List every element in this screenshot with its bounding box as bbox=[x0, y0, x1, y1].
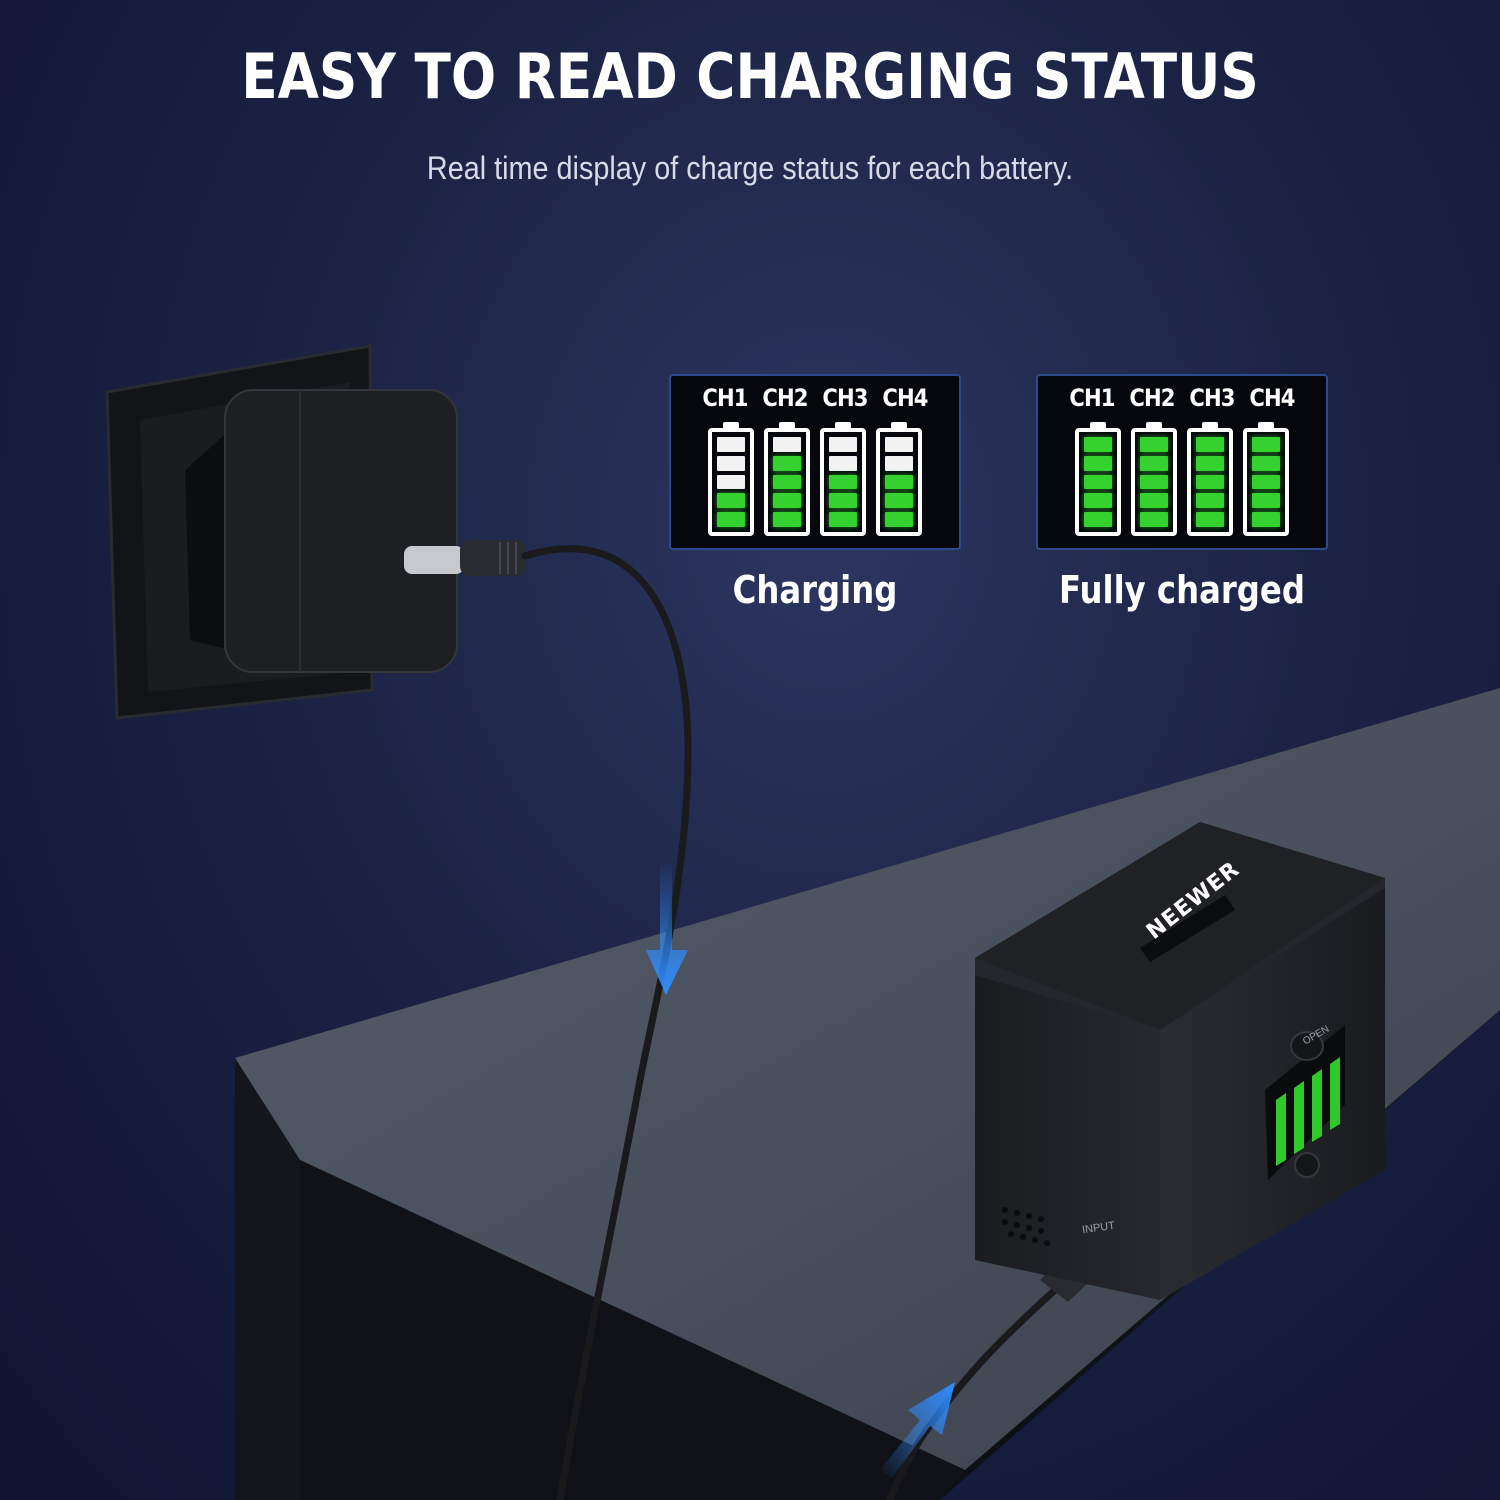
battery-icon bbox=[1131, 422, 1177, 536]
battery-icon bbox=[708, 422, 754, 536]
battery-segment-lit bbox=[773, 493, 801, 509]
battery-icon bbox=[1075, 422, 1121, 536]
battery-segment-lit bbox=[1252, 455, 1280, 471]
battery-row bbox=[1038, 422, 1326, 536]
battery-segment-lit bbox=[1252, 437, 1280, 452]
battery-segment-empty bbox=[773, 437, 801, 452]
battery-segment-lit bbox=[1196, 455, 1224, 471]
battery-segment-lit bbox=[1252, 493, 1280, 509]
battery-segment-empty bbox=[829, 455, 857, 471]
battery-segment-lit bbox=[1140, 493, 1168, 509]
charging-label: Charging bbox=[732, 568, 898, 612]
battery-segment-lit bbox=[1084, 474, 1112, 490]
battery-segment-lit bbox=[717, 512, 745, 527]
battery-segment-lit bbox=[773, 455, 801, 471]
battery-segment-empty bbox=[717, 437, 745, 452]
battery-segment-empty bbox=[717, 474, 745, 490]
battery-segment-lit bbox=[1084, 493, 1112, 509]
battery-icon bbox=[1187, 422, 1233, 536]
battery-segment-lit bbox=[829, 474, 857, 490]
battery-segment-lit bbox=[773, 512, 801, 527]
battery-segment-lit bbox=[717, 493, 745, 509]
channel-label: CH4 bbox=[1249, 384, 1295, 412]
battery-segment-lit bbox=[885, 512, 913, 527]
channel-label: CH1 bbox=[702, 384, 748, 412]
battery-icon bbox=[876, 422, 922, 536]
page-title: EASY TO READ CHARGING STATUS bbox=[241, 40, 1259, 113]
battery-segment-lit bbox=[1140, 512, 1168, 527]
battery-icon bbox=[764, 422, 810, 536]
battery-segment-lit bbox=[885, 474, 913, 490]
channel-labels: CH1 CH2 CH3 CH4 bbox=[671, 384, 959, 412]
battery-segment-lit bbox=[1196, 437, 1224, 452]
charging-hub bbox=[975, 822, 1385, 1300]
battery-segment-lit bbox=[1196, 474, 1224, 490]
battery-row bbox=[671, 422, 959, 536]
fully-charged-label: Fully charged bbox=[1059, 568, 1305, 612]
battery-segment-lit bbox=[773, 474, 801, 490]
battery-segment-lit bbox=[1084, 455, 1112, 471]
battery-segment-lit bbox=[1084, 437, 1112, 452]
up-arrow-icon bbox=[880, 1382, 955, 1478]
battery-segment-lit bbox=[829, 512, 857, 527]
channel-label: CH3 bbox=[1189, 384, 1235, 412]
battery-segment-lit bbox=[1252, 474, 1280, 490]
wall-adapter bbox=[185, 389, 458, 673]
channel-label: CH4 bbox=[882, 384, 928, 412]
channel-label: CH3 bbox=[822, 384, 868, 412]
battery-segment-lit bbox=[1140, 474, 1168, 490]
adapter-cable-plug bbox=[404, 540, 526, 576]
full-status-panel: CH1 CH2 CH3 CH4 bbox=[1036, 374, 1328, 550]
battery-segment-lit bbox=[1196, 512, 1224, 527]
channel-labels: CH1 CH2 CH3 CH4 bbox=[1038, 384, 1326, 412]
down-arrow-icon bbox=[646, 860, 688, 995]
battery-segment-lit bbox=[885, 493, 913, 509]
channel-label: CH2 bbox=[762, 384, 808, 412]
battery-icon bbox=[820, 422, 866, 536]
battery-segment-lit bbox=[1252, 512, 1280, 527]
battery-segment-lit bbox=[1084, 512, 1112, 527]
battery-segment-empty bbox=[885, 437, 913, 452]
page-subtitle: Real time display of charge status for e… bbox=[426, 150, 1074, 186]
battery-segment-lit bbox=[1196, 493, 1224, 509]
channel-label: CH1 bbox=[1069, 384, 1115, 412]
battery-segment-empty bbox=[829, 437, 857, 452]
battery-segment-empty bbox=[885, 455, 913, 471]
battery-segment-lit bbox=[1140, 437, 1168, 452]
battery-segment-lit bbox=[1140, 455, 1168, 471]
channel-label: CH2 bbox=[1129, 384, 1175, 412]
charging-status-panel: CH1 CH2 CH3 CH4 bbox=[669, 374, 961, 550]
battery-segment-lit bbox=[829, 493, 857, 509]
battery-icon bbox=[1243, 422, 1289, 536]
battery-segment-empty bbox=[717, 455, 745, 471]
